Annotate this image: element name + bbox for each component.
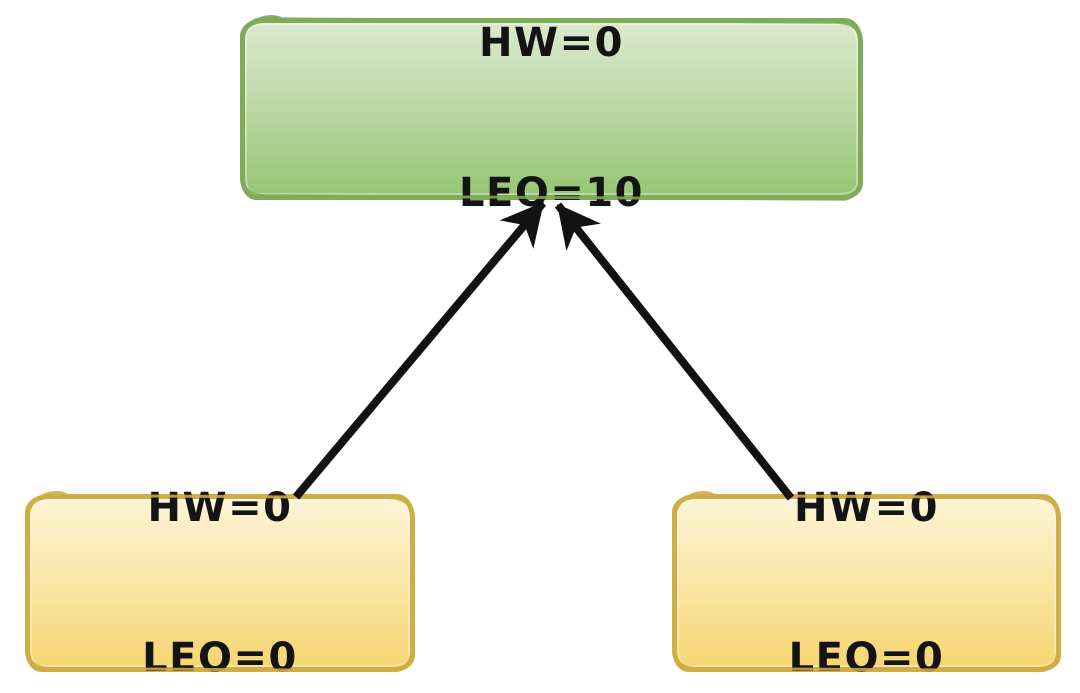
node-bottom-left: HW=0 LEO=0: [25, 485, 415, 681]
node-label-line: HW=0: [794, 485, 939, 531]
node-label-line: LEO=10: [459, 170, 644, 216]
node-top: HW=0 LEO=10: [240, 18, 863, 216]
node-label-line: LEO=0: [788, 635, 945, 681]
node-top-label: HW=0 LEO=10: [459, 0, 644, 318]
node-label-line: HW=0: [479, 20, 624, 66]
node-label-line: HW=0: [147, 485, 293, 531]
node-label-line: LEO=0: [142, 635, 298, 681]
node-bottom-right: HW=0 LEO=0: [672, 485, 1061, 681]
node-bottom-right-label: HW=0 LEO=0: [789, 383, 945, 693]
node-bottom-left-label: HW=0 LEO=0: [142, 383, 298, 693]
